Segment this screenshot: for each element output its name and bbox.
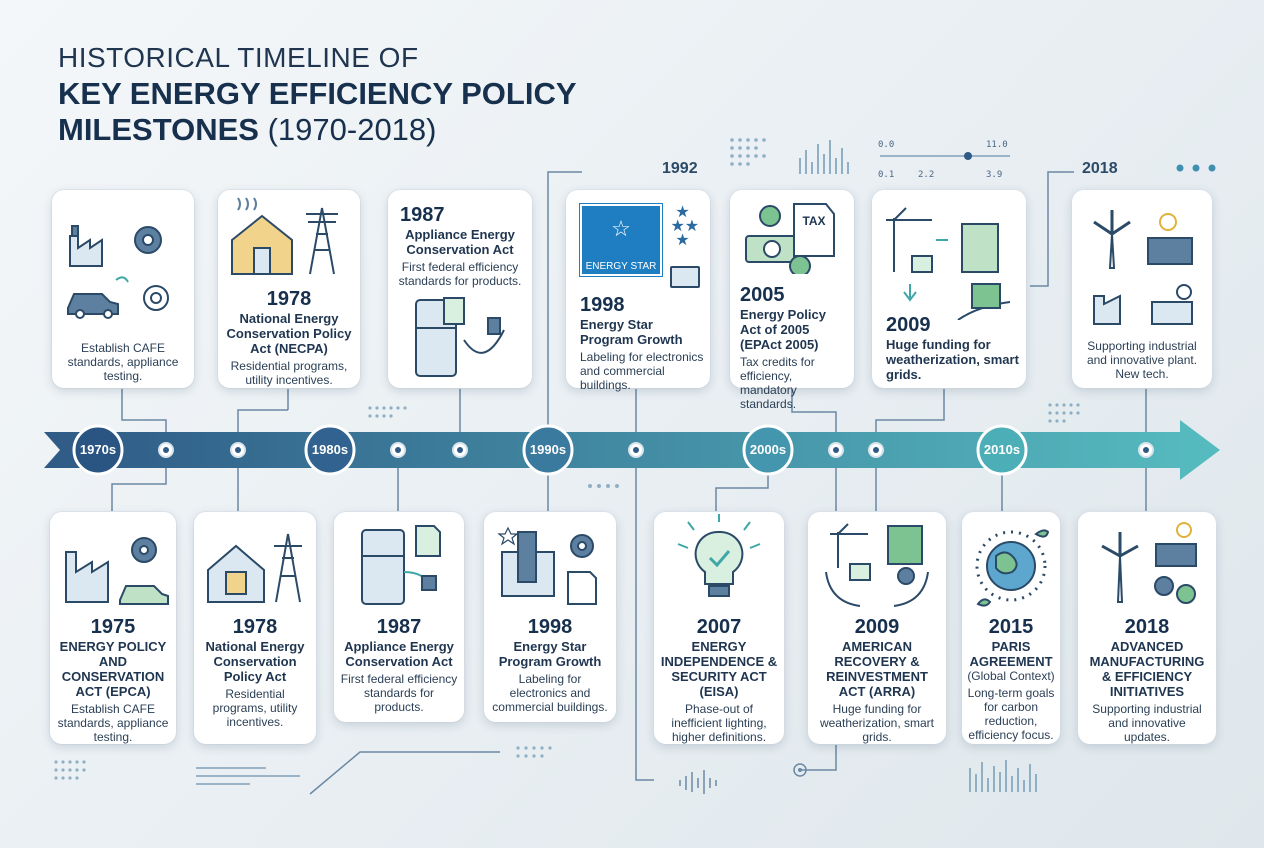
top-card-1987-appliance: 1987 Appliance Energy Conservation Act F…	[388, 190, 532, 388]
bottom-card-6-desc: Huge funding for weatherization, smart g…	[819, 702, 935, 744]
top-card-4-year: 1998	[580, 294, 625, 316]
decor-dots	[54, 138, 1080, 780]
money-tax-icon	[745, 203, 835, 274]
gauge-value-1: 0.0	[878, 140, 895, 150]
house-power-tower-icon	[231, 197, 338, 275]
wind-solar-factory-icon	[1093, 210, 1193, 325]
decor-sliders	[196, 155, 1010, 785]
gauge-value-4: 2.2	[918, 170, 935, 180]
top-card-4-heading: Energy Star Program Growth	[580, 317, 683, 347]
tax-label: TAX	[802, 214, 826, 228]
top-card-6-year: 2009	[886, 314, 931, 336]
bottom-card-5-heading: ENERGY INDEPENDENCE & SECURITY ACT (EISA…	[660, 639, 778, 699]
decor-wave	[679, 770, 717, 794]
star-icon: ☆	[611, 216, 631, 241]
top-card-5-year: 2005	[740, 284, 785, 306]
stars-icon: ★ ★★★	[666, 204, 700, 249]
bottom-card-7-desc: Long-term goals for carbon reduction, ef…	[967, 686, 1055, 742]
top-card-5-heading: Energy Policy Act of 2005 (EPAct 2005)	[740, 307, 826, 352]
year-tag-1992: 1992	[662, 160, 698, 177]
title-line-2: KEY ENERGY EFFICIENCY POLICY	[58, 76, 577, 111]
bottom-card-1-desc: Establish CAFE standards, appliance test…	[57, 702, 169, 744]
top-card-1998-energy-star: ☆ ENERGY STAR ★ ★★★ 1998 Energy Star Pro…	[566, 190, 710, 392]
decade-label-2000s: 2000s	[749, 442, 787, 457]
bottom-card-3-desc: First federal efficiency standards for p…	[340, 672, 458, 714]
crane-buildings-hand-icon	[886, 207, 1011, 320]
title-years: (1970-2018)	[267, 112, 437, 147]
gauge-value-2: 11.0	[986, 140, 1008, 150]
top-card-2018-manufacturing: Supporting industrial and innovative pla…	[1072, 190, 1212, 388]
top-card-1978-necpa: 1978 National Energy Conservation Policy…	[218, 190, 360, 388]
bottom-card-5-year: 2007	[696, 616, 742, 638]
top-card-3-year: 1987	[400, 204, 445, 226]
top-card-2-year: 1978	[266, 288, 312, 310]
decor-dots-teal	[1176, 164, 1216, 172]
top-card-3-heading: Appliance Energy Conservation Act	[405, 227, 515, 257]
top-card-5-desc: Tax credits for efficiency, mandatory st…	[740, 355, 815, 411]
bottom-card-7-year: 2015	[988, 616, 1034, 638]
bottom-card-1978-necpa: 1978 National Energy Conservation Policy…	[194, 512, 316, 744]
bottom-card-4-heading: Energy Star Program Growth	[498, 639, 602, 669]
bottom-card-1975-epca: 1975 ENERGY POLICY AND CONSERVATION ACT …	[50, 512, 176, 744]
bottom-card-6-year: 2009	[854, 616, 900, 638]
page-title: HISTORICAL TIMELINE OF KEY ENERGY EFFICI…	[58, 42, 577, 146]
top-card-3-desc: First federal efficiency standards for p…	[398, 260, 522, 288]
bottom-card-7-context: (Global Context)	[967, 669, 1055, 683]
top-card-2009-funding: 2009 Huge funding for weatherization, sm…	[872, 190, 1026, 388]
bottom-card-4-year: 1998	[527, 616, 573, 638]
title-milestones: MILESTONES	[58, 112, 259, 147]
house-tower-icon	[207, 533, 302, 603]
bottom-card-3-heading: Appliance Energy Conservation Act	[344, 639, 454, 669]
top-card-1975-cafe: Establish CAFE standards, appliance test…	[52, 190, 194, 388]
bottom-card-2015-paris: 2015 PARIS AGREEMENT (Global Context) Lo…	[962, 512, 1060, 744]
bottom-card-2009-arra: 2009 AMERICAN RECOVERY & REINVESTMENT AC…	[808, 512, 946, 744]
top-card-2-desc: Residential programs, utility incentives…	[230, 359, 348, 387]
top-card-2-heading: National Energy Conservation Policy Act …	[226, 311, 352, 356]
bottom-card-2-heading: National Energy Conservation Policy Act	[205, 639, 305, 684]
top-card-2005-epact: TAX 2005 Energy Policy Act of 2005 (EPAc…	[730, 190, 854, 411]
top-card-6-heading: Huge funding for weatherization, smart g…	[886, 337, 1019, 382]
bottom-card-2-desc: Residential programs, utility incentives…	[212, 687, 298, 729]
bottom-card-5-desc: Phase-out of inefficient lighting, highe…	[671, 702, 767, 744]
bottom-card-7-heading: PARIS AGREEMENT	[969, 639, 1053, 669]
bottom-card-3-year: 1987	[376, 616, 422, 638]
globe-leaf-icon	[975, 529, 1050, 607]
top-card-1-desc: Establish CAFE standards, appliance test…	[67, 341, 179, 383]
blueprint-building-icon	[497, 526, 597, 605]
monitor-icon	[670, 266, 700, 288]
bottom-card-1987-appliance: 1987 Appliance Energy Conservation Act F…	[334, 512, 464, 722]
year-tag-2018: 2018	[1082, 160, 1118, 177]
decade-label-1980s: 1980s	[311, 442, 349, 457]
decade-label-1970s: 1970s	[79, 442, 117, 457]
decade-label-2010s: 2010s	[983, 442, 1021, 457]
energy-star-logo: ☆ ENERGY STAR	[580, 204, 662, 276]
bottom-card-2-year: 1978	[232, 616, 278, 638]
bottom-card-8-desc: Supporting industrial and innovative upd…	[1092, 702, 1202, 744]
lightbulb-check-icon	[677, 514, 761, 597]
bottom-card-1-year: 1975	[90, 616, 136, 638]
bottom-card-2007-eisa: 2007 ENERGY INDEPENDENCE & SECURITY ACT …	[654, 512, 784, 744]
wind-solar-gears-icon	[1101, 522, 1197, 604]
gauge-value-5: 3.9	[986, 170, 1003, 180]
bottom-card-8-heading: ADVANCED MANUFACTURING & EFFICIENCY INIT…	[1089, 639, 1205, 699]
hands-crane-buildings-icon	[825, 523, 929, 607]
title-line-1: HISTORICAL TIMELINE OF	[58, 42, 419, 73]
factory-car-gear-icon	[67, 225, 169, 319]
bottom-card-4-desc: Labeling for electronics and commercial …	[492, 672, 608, 714]
fridge-document-plug-icon	[361, 525, 441, 605]
gauge-value-3: 0.1	[878, 170, 895, 180]
top-card-7-desc: Supporting industrial and innovative pla…	[1086, 339, 1198, 381]
bottom-card-8-year: 2018	[1124, 616, 1170, 638]
bottom-card-6-heading: AMERICAN RECOVERY & REINVESTMENT ACT (AR…	[826, 639, 928, 699]
bottom-card-1-heading: ENERGY POLICY AND CONSERVATION ACT (EPCA…	[59, 639, 167, 699]
decade-label-1990s: 1990s	[529, 442, 567, 457]
title-line-3: MILESTONES (1970-2018)	[58, 114, 577, 145]
bottom-card-2018-manufacturing: 2018 ADVANCED MANUFACTURING & EFFICIENCY…	[1078, 512, 1216, 744]
energy-star-label: ENERGY STAR	[585, 261, 657, 272]
decor-bars	[799, 140, 1037, 792]
bottom-card-1998-energy-star: 1998 Energy Star Program Growth Labeling…	[484, 512, 616, 722]
factory-gear-car-icon	[65, 537, 169, 605]
top-card-4-desc: Labeling for electronics and commercial …	[580, 350, 704, 392]
